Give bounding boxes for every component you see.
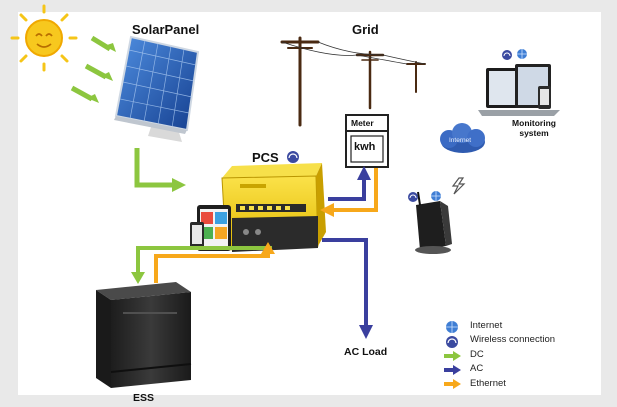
ethernet-arrow-meter-to-pcs <box>320 168 378 217</box>
wifi-icon <box>408 192 418 202</box>
meter-unit-label: kwh <box>354 141 376 153</box>
globe-icon <box>431 191 441 201</box>
internet-cloud-label: Internet <box>449 137 472 144</box>
phone-icon <box>190 222 204 248</box>
legend: Internet Wireless connection DC AC Ether… <box>446 319 555 391</box>
legend-label: DC <box>470 348 484 360</box>
ac-arrow-pcs-to-load <box>322 238 373 339</box>
legend-item-ethernet: Ethernet <box>446 377 555 391</box>
dc-arrow-pcs-to-ess <box>131 246 272 284</box>
ess-battery-icon <box>96 282 192 388</box>
legend-item-dc: DC <box>446 348 555 362</box>
meter-icon <box>345 114 389 168</box>
lightning-icon <box>451 177 466 195</box>
legend-label: Internet <box>470 320 503 331</box>
legend-globe-icon <box>446 321 458 333</box>
monitoring-system-label: Monitoring system <box>512 118 556 138</box>
legend-item-ac: AC <box>446 362 555 376</box>
wifi-icon <box>502 50 512 60</box>
ac-load-label: AC Load <box>344 346 388 358</box>
pcs-label: PCS <box>252 150 279 165</box>
ess-label: ESS <box>133 392 155 404</box>
legend-dc-arrow-icon <box>444 351 461 361</box>
laptop-icon <box>478 64 560 116</box>
ethernet-arrow-ess-to-pcs <box>154 242 275 283</box>
legend-label: Ethernet <box>470 377 506 389</box>
legend-label: Wireless connection <box>470 334 556 346</box>
wifi-icon <box>287 151 299 163</box>
sun-icon <box>10 4 78 72</box>
legend-item-internet: Internet <box>446 319 555 333</box>
legend-wifi-icon <box>446 336 458 348</box>
solar-panel-label: SolarPanel <box>132 22 200 37</box>
legend-label: AC <box>470 363 484 375</box>
globe-icon <box>517 49 527 59</box>
grid-label: Grid <box>352 22 379 37</box>
router-icon <box>415 191 452 254</box>
legend-ethernet-arrow-icon <box>444 379 461 389</box>
legend-ac-arrow-icon <box>444 365 461 375</box>
power-pole-icon <box>280 36 426 127</box>
dc-arrow-panel-to-pcs <box>134 148 186 192</box>
legend-item-wireless: Wireless connection <box>446 333 555 347</box>
meter-label: Meter <box>351 118 374 128</box>
solar-panel-icon <box>114 35 200 142</box>
tablet-icon <box>197 205 231 251</box>
inverter-icon <box>221 163 326 252</box>
ac-arrow-pcs-to-meter <box>328 166 371 201</box>
internet-cloud-icon <box>440 123 485 153</box>
sunlight-arrows <box>70 35 116 103</box>
